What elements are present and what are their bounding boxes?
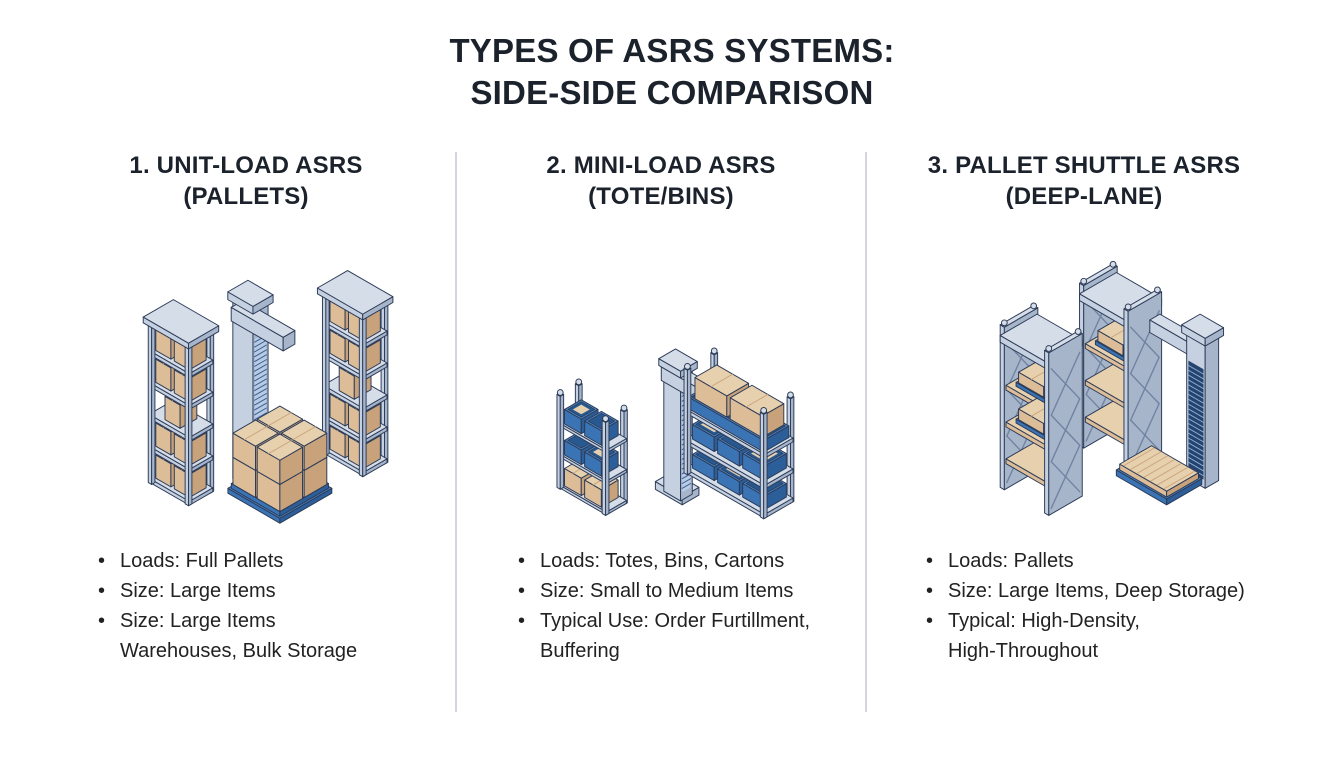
- column-1-heading: 1. UNIT-LOAD ASRS (PALLETS): [40, 150, 452, 212]
- shuttle-rack-right: [1079, 260, 1163, 475]
- tote-shelf-small: [556, 378, 628, 516]
- column-mini-load: 2. MINI-LOAD ASRS (TOTE/BINS) Loads: Tot…: [460, 150, 862, 666]
- column-2-bullets: Loads: Totes, Bins, Cartons Size: Small …: [460, 546, 862, 666]
- page-title: TYPES OF ASRS SYSTEMS: SIDE-SIDE COMPARI…: [0, 30, 1344, 114]
- bullet-item: Loads: Totes, Bins, Cartons: [516, 546, 862, 576]
- column-divider-1: [455, 152, 457, 712]
- lift-mast: [1115, 313, 1225, 506]
- bullet-item: Loads: Full Pallets: [96, 546, 452, 576]
- pallet-load: [227, 405, 333, 524]
- column-2-heading-line2: (TOTE/BINS): [588, 183, 734, 210]
- column-2-heading: 2. MINI-LOAD ASRS (TOTE/BINS): [460, 150, 862, 212]
- column-divider-2: [865, 152, 867, 712]
- bullet-item: Size: Small to Medium Items: [516, 576, 862, 606]
- column-3-heading-line2: (DEEP-LANE): [1005, 183, 1163, 210]
- unit-load-asrs-illustration: [142, 270, 394, 524]
- tote-shelf-large: [683, 347, 795, 520]
- column-1-heading-line2: (PALLETS): [183, 183, 309, 210]
- column-pallet-shuttle: 3. PALLET SHUTTLE ASRS (DEEP-LANE) Loads…: [868, 150, 1300, 666]
- storage-rack-left: [142, 299, 220, 507]
- column-2-heading-line1: 2. MINI-LOAD ASRS: [546, 152, 776, 179]
- column-3-heading: 3. PALLET SHUTTLE ASRS (DEEP-LANE): [868, 150, 1300, 212]
- pallet-shuttle-asrs-illustration: [999, 260, 1225, 516]
- column-3-bullets: Loads: Pallets Size: Large Items, Deep S…: [868, 546, 1300, 666]
- bullet-item: Loads: Pallets: [924, 546, 1300, 576]
- title-line1: TYPES OF ASRS SYSTEMS:: [449, 32, 895, 69]
- bullet-item: Typical Use: Order Furtillment, Bufferin…: [516, 606, 862, 666]
- bullet-item: Size: Large Items Warehouses, Bulk Stora…: [96, 606, 452, 666]
- column-1-heading-line1: 1. UNIT-LOAD ASRS: [129, 152, 363, 179]
- shuttle-rack-left: [999, 302, 1083, 516]
- storage-rack-right: [316, 270, 394, 478]
- column-3-heading-line1: 3. PALLET SHUTTLE ASRS: [927, 152, 1241, 179]
- bullet-item: Size: Large Items, Deep Storage): [924, 576, 1300, 606]
- column-unit-load: 1. UNIT-LOAD ASRS (PALLETS) Loads: Full …: [40, 150, 452, 666]
- title-line2: SIDE-SIDE COMPARISON: [470, 74, 874, 111]
- bullet-item: Size: Large Items: [96, 576, 452, 606]
- bullet-item: Typical: High-Density, High-Throughout: [924, 606, 1300, 666]
- column-1-bullets: Loads: Full Pallets Size: Large Items Si…: [40, 546, 452, 666]
- mini-load-asrs-illustration: [556, 347, 795, 520]
